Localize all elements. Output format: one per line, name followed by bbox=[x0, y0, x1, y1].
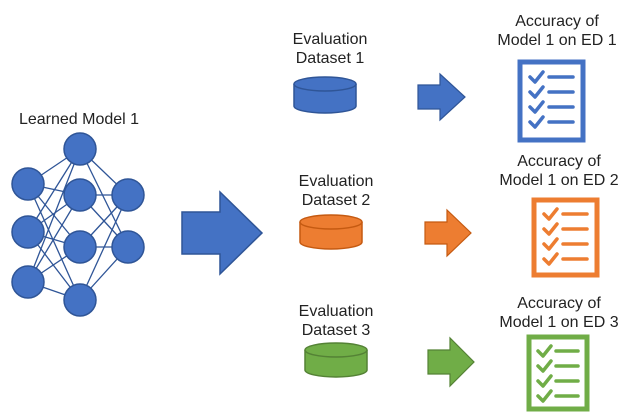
output-node bbox=[111, 178, 145, 212]
checklist-icon-2 bbox=[531, 197, 600, 278]
dataset-3-label: Evaluation Dataset 3 bbox=[276, 302, 396, 340]
result-1-label: Accuracy of Model 1 on ED 1 bbox=[482, 12, 632, 50]
right-arrow-icon-3 bbox=[427, 336, 475, 388]
result-2-label: Accuracy of Model 1 on ED 2 bbox=[489, 152, 629, 190]
hidden-node bbox=[63, 230, 97, 264]
hidden-node bbox=[63, 283, 97, 317]
input-node bbox=[11, 265, 45, 299]
checklist-icon-3 bbox=[526, 334, 590, 412]
database-cylinder-icon-1 bbox=[293, 76, 357, 114]
result-3-label: Accuracy of Model 1 on ED 3 bbox=[486, 294, 632, 332]
database-cylinder-icon-2 bbox=[299, 214, 363, 250]
input-node bbox=[11, 167, 45, 201]
checklist-icon-1 bbox=[517, 59, 586, 143]
database-cylinder-icon-3 bbox=[304, 342, 368, 378]
dataset-2-label-line1: Evaluation bbox=[298, 173, 374, 190]
result-1-label-line1: Accuracy of bbox=[515, 13, 599, 30]
dataset-2-label: Evaluation Dataset 2 bbox=[276, 172, 396, 210]
big-right-arrow-icon bbox=[181, 190, 264, 276]
dataset-2-label-line2: Dataset 2 bbox=[301, 192, 371, 209]
hidden-node bbox=[63, 132, 97, 166]
neural-network-icon bbox=[11, 132, 145, 317]
result-1-label-line2: Model 1 on ED 1 bbox=[497, 32, 617, 49]
network-nodes bbox=[11, 132, 145, 317]
result-3-label-line1: Accuracy of bbox=[517, 295, 601, 312]
result-3-label-line2: Model 1 on ED 3 bbox=[499, 314, 619, 331]
dataset-1-label-line1: Evaluation bbox=[292, 31, 368, 48]
dataset-1-label-line2: Dataset 1 bbox=[295, 50, 365, 67]
input-node bbox=[11, 215, 45, 249]
model-label: Learned Model 1 bbox=[18, 111, 140, 128]
dataset-3-label-line2: Dataset 3 bbox=[301, 322, 371, 339]
result-2-label-line2: Model 1 on ED 2 bbox=[499, 172, 619, 189]
dataset-1-label: Evaluation Dataset 1 bbox=[270, 30, 390, 68]
right-arrow-icon-2 bbox=[424, 208, 472, 258]
hidden-node bbox=[63, 178, 97, 212]
dataset-3-label-line1: Evaluation bbox=[298, 303, 374, 320]
right-arrow-icon-1 bbox=[417, 72, 466, 122]
result-2-label-line1: Accuracy of bbox=[517, 153, 601, 170]
output-node bbox=[111, 230, 145, 264]
